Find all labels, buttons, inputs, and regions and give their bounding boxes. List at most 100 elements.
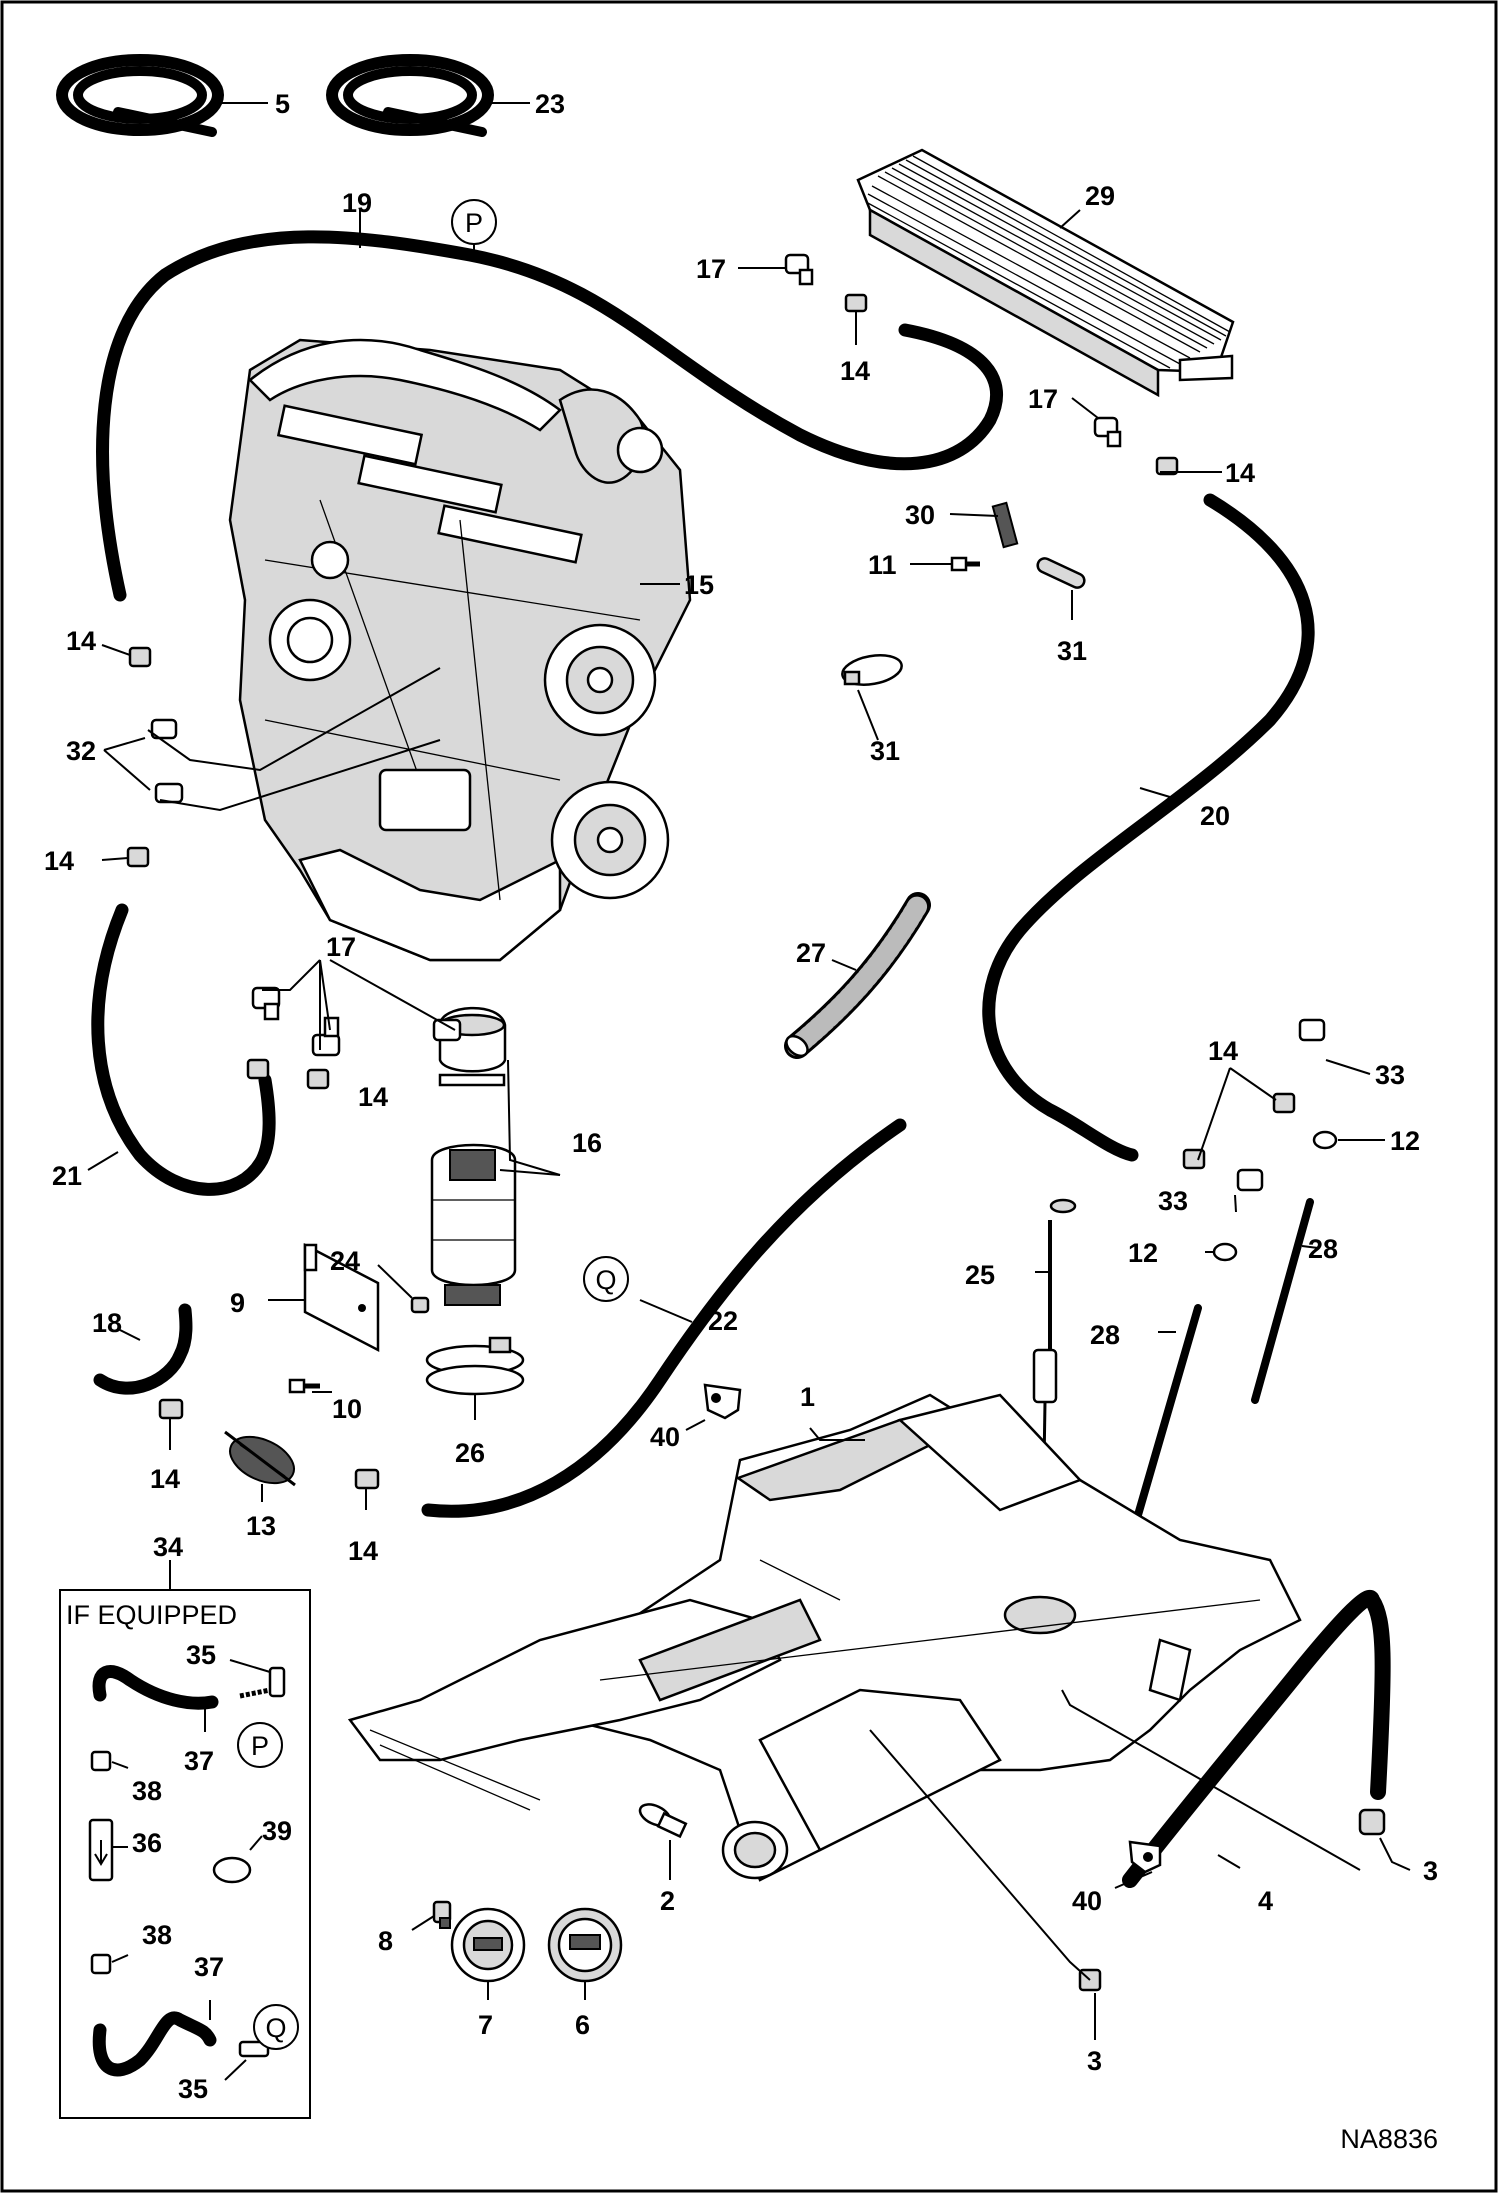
callout-12-b: 12 xyxy=(1128,1238,1158,1268)
svg-text:P: P xyxy=(251,1731,269,1761)
elbow-fitting-17-a xyxy=(251,986,281,1021)
callout-37-top: 37 xyxy=(184,1746,214,1776)
callout-10: 10 xyxy=(332,1394,362,1424)
callout-3-bottom: 3 xyxy=(1087,2046,1102,2076)
callout-8: 8 xyxy=(378,1926,393,1956)
grommet-12-a xyxy=(1312,1130,1338,1150)
hose-clamp-14-b xyxy=(306,1068,330,1090)
mounting-bracket-9 xyxy=(303,1242,380,1353)
callout-29: 29 xyxy=(1085,181,1115,211)
primer-bulb-13 xyxy=(224,1430,296,1487)
callout-4: 4 xyxy=(1258,1886,1273,1916)
marker-p-top: P xyxy=(451,199,497,245)
callout-31-b: 31 xyxy=(870,736,900,766)
if-equipped-box xyxy=(59,1589,311,2119)
callout-30: 30 xyxy=(905,500,935,530)
svg-text:Q: Q xyxy=(595,1265,616,1295)
callout-7: 7 xyxy=(478,2010,493,2040)
fuel-cap-6 xyxy=(547,1907,623,1983)
callout-3-right: 3 xyxy=(1423,1856,1438,1886)
marker-q-mid: Q xyxy=(583,1256,629,1302)
callout-1: 1 xyxy=(800,1382,815,1412)
bolt-10 xyxy=(288,1378,320,1394)
grommet-12-b xyxy=(1212,1242,1238,1262)
hose-4 xyxy=(1122,1590,1391,1888)
callout-35-top: 35 xyxy=(186,1640,216,1670)
marker-p-box: P xyxy=(237,1722,283,1768)
hose-19 xyxy=(96,230,1004,602)
callout-16: 16 xyxy=(572,1128,602,1158)
callout-24: 24 xyxy=(330,1246,360,1276)
callout-labels: 5 23 19 29 17 14 17 14 30 11 31 31 15 14… xyxy=(44,89,1438,2104)
callout-2: 2 xyxy=(660,1886,675,1916)
callout-37-bottom: 37 xyxy=(194,1952,224,1982)
elbow-fitting-33-a xyxy=(1298,1018,1326,1042)
hose-clamp-14-a xyxy=(246,1058,270,1080)
elbow-fitting-17-c xyxy=(432,1018,462,1042)
callout-18: 18 xyxy=(92,1308,122,1338)
hose-21 xyxy=(91,903,276,1196)
leader-lines xyxy=(87,102,1411,2081)
hose-20 xyxy=(982,493,1315,1162)
callout-14-left-mid: 14 xyxy=(44,846,74,876)
tie-down-40-a xyxy=(703,1383,742,1420)
hose-coil-23 xyxy=(326,54,494,137)
callout-11: 11 xyxy=(868,550,897,580)
callout-17-left: 17 xyxy=(326,932,356,962)
hose-18 xyxy=(93,1303,193,1395)
bracket-30 xyxy=(991,501,1019,549)
hose-clamp-3-a xyxy=(1358,1808,1386,1836)
callout-14-filter: 14 xyxy=(358,1082,388,1112)
callout-25: 25 xyxy=(965,1260,995,1290)
bolt-11 xyxy=(950,556,980,572)
callout-33-a: 33 xyxy=(1375,1060,1405,1090)
callout-28-a: 28 xyxy=(1308,1234,1338,1264)
fuel-tank-1 xyxy=(347,1393,1302,1882)
fuel-filter-assembly xyxy=(430,1006,517,1306)
callout-14-left-top: 14 xyxy=(66,626,96,656)
hose-clamp-14-top xyxy=(844,293,868,313)
callout-14-right-cluster: 14 xyxy=(1208,1036,1238,1066)
sleeve-27 xyxy=(784,892,931,1059)
if-equipped-label: IF EQUIPPED xyxy=(66,1600,237,1630)
callout-35-bottom: 35 xyxy=(178,2074,208,2104)
vent-2 xyxy=(638,1803,688,1839)
elbow-fitting-17-top xyxy=(784,253,814,286)
callout-26: 26 xyxy=(455,1438,485,1468)
hose-coil-5 xyxy=(56,54,224,137)
hose-clamp-14-e xyxy=(1272,1092,1296,1114)
callout-15: 15 xyxy=(684,570,714,600)
callout-12-a: 12 xyxy=(1390,1126,1420,1156)
elbow-fitting-32-b xyxy=(154,782,184,804)
hose-clamp-14-right xyxy=(1155,456,1179,476)
callout-28-b: 28 xyxy=(1090,1320,1120,1350)
fuel-cap-7 xyxy=(450,1907,526,1983)
callout-27: 27 xyxy=(796,938,826,968)
hose-clamp-14-d xyxy=(126,846,150,868)
callout-17-right: 17 xyxy=(1028,384,1058,414)
callout-34: 34 xyxy=(153,1532,183,1562)
callout-38-top: 38 xyxy=(132,1776,162,1806)
callout-14-top: 14 xyxy=(840,356,870,386)
clip-31-loop xyxy=(841,654,903,686)
callout-22: 22 xyxy=(708,1306,738,1336)
callout-23: 23 xyxy=(535,89,565,119)
callout-20: 20 xyxy=(1200,801,1230,831)
svg-text:P: P xyxy=(465,208,483,238)
elbow-fitting-17-right xyxy=(1093,416,1122,448)
callout-6: 6 xyxy=(575,2010,590,2040)
marker-q-box: Q xyxy=(253,2004,299,2050)
callout-13: 13 xyxy=(246,1511,276,1541)
callout-14-right: 14 xyxy=(1225,458,1255,488)
clip-31-bar xyxy=(1036,557,1086,589)
callout-9: 9 xyxy=(230,1288,245,1318)
callout-5: 5 xyxy=(275,89,290,119)
engine-assembly xyxy=(228,338,692,962)
hose-28-left xyxy=(1134,1304,1202,1519)
callout-17-top: 17 xyxy=(696,254,726,284)
callout-40-a: 40 xyxy=(650,1422,680,1452)
hose-clamp-14-c xyxy=(128,646,152,668)
elbow-fitting-17-b xyxy=(311,1016,341,1057)
callout-14-bulb-left: 14 xyxy=(150,1464,180,1494)
callout-36: 36 xyxy=(132,1828,162,1858)
